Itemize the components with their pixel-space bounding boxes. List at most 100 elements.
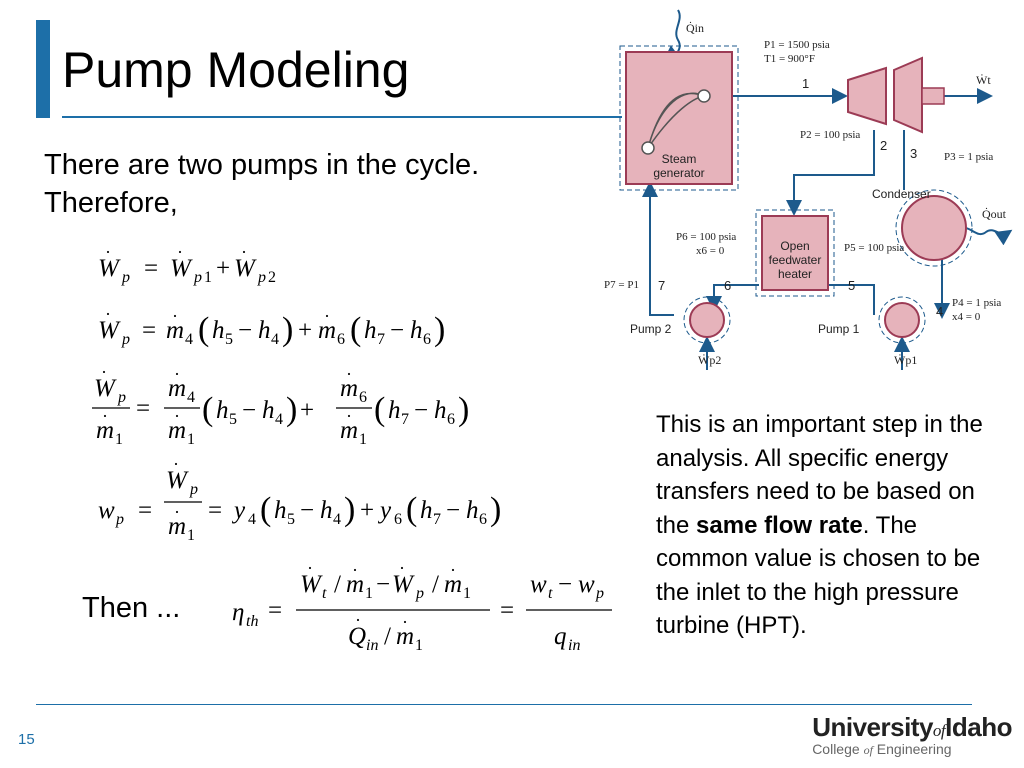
steam-generator-label-1: Steam [662, 152, 697, 166]
svg-text:6: 6 [447, 411, 455, 428]
svg-text:m: m [444, 571, 462, 598]
svg-text:m: m [340, 417, 358, 444]
svg-text:1: 1 [415, 637, 423, 654]
svg-text:m: m [168, 513, 186, 540]
svg-text:h: h [320, 497, 333, 524]
svg-text:p: p [117, 389, 126, 406]
svg-text:4: 4 [275, 411, 283, 428]
svg-text:1: 1 [204, 269, 212, 286]
svg-text:+: + [300, 397, 314, 424]
svg-text:6: 6 [423, 331, 431, 348]
svg-text:=: = [500, 597, 514, 624]
svg-text:p: p [189, 481, 198, 498]
svg-text:4: 4 [271, 331, 279, 348]
hp-turbine [847, 66, 887, 126]
svg-text:): ) [458, 391, 469, 428]
svg-text:W: W [234, 255, 257, 282]
note-text-end: . The common value is chosen to be the i… [656, 511, 981, 640]
svg-text:y: y [377, 497, 392, 524]
state-6-pressure: P6 = 100 psia [676, 231, 736, 243]
svg-text:·: · [307, 562, 313, 578]
logo-word-of: of [932, 721, 946, 740]
svg-text:p: p [415, 585, 424, 602]
svg-text:·: · [346, 406, 352, 426]
svg-text:h: h [420, 497, 433, 524]
logo-word-college: College [812, 741, 860, 757]
svg-text:=: = [268, 597, 282, 624]
title-rule [62, 116, 622, 118]
state-2-pressure: P2 = 100 psia [800, 129, 860, 141]
svg-text:p: p [595, 585, 604, 602]
svg-text:h: h [364, 317, 377, 344]
state-4-number: 4 [936, 304, 943, 319]
svg-text:p: p [121, 269, 130, 286]
svg-text:(: ( [202, 391, 213, 428]
steam-generator-box [625, 51, 733, 185]
q-in-label: Q̇in [686, 21, 704, 35]
svg-text:4: 4 [333, 511, 341, 528]
svg-text:): ) [490, 491, 501, 528]
state-5-number: 5 [848, 278, 855, 293]
svg-text:Q: Q [348, 623, 366, 650]
page-title: Pump Modeling [62, 42, 410, 98]
svg-text:·: · [450, 562, 456, 580]
then-label: Then ... [82, 592, 181, 624]
state-7-number: 7 [658, 278, 665, 293]
svg-text:6: 6 [359, 389, 367, 406]
svg-text:w: w [578, 571, 595, 598]
svg-text:): ) [344, 491, 355, 528]
svg-text:W: W [98, 317, 121, 344]
svg-text:w: w [530, 571, 547, 598]
svg-text:W: W [170, 255, 193, 282]
svg-text:h: h [274, 497, 287, 524]
svg-text:4: 4 [248, 511, 256, 528]
svg-text:(: ( [374, 391, 385, 428]
svg-text:): ) [286, 391, 297, 428]
svg-text:m: m [168, 417, 186, 444]
svg-text:7: 7 [377, 331, 385, 348]
logo-wordmark: UniversityofIdaho [812, 712, 1012, 743]
svg-text:h: h [410, 317, 423, 344]
svg-text:/: / [384, 623, 391, 650]
svg-text:−: − [390, 317, 404, 344]
svg-text:th: th [246, 613, 258, 630]
state-1-pressure: P1 = 1500 psia [764, 39, 830, 51]
svg-text:h: h [258, 317, 271, 344]
q-out-label: Q̇out [982, 207, 1007, 221]
svg-text:h: h [388, 397, 401, 424]
condenser-label: Condenser [872, 187, 931, 201]
state-6-quality: x6 = 0 [696, 245, 725, 257]
condenser [901, 195, 967, 261]
svg-text:·: · [346, 366, 352, 384]
svg-text:·: · [105, 306, 111, 324]
title-accent-bar [36, 20, 50, 118]
svg-text:1: 1 [115, 431, 123, 448]
svg-text:1: 1 [359, 431, 367, 448]
intro-line-1: There are two pumps in the cycle. [44, 149, 480, 181]
pump-1-label: Pump 1 [818, 322, 860, 336]
pump-2-label: Pump 2 [630, 322, 672, 336]
steam-generator-label-2: generator [653, 166, 704, 180]
svg-text:·: · [177, 246, 183, 262]
svg-text:1: 1 [365, 585, 373, 602]
svg-text:·: · [355, 610, 361, 630]
svg-text:η: η [232, 599, 244, 626]
svg-text:−: − [376, 571, 390, 598]
svg-text:4: 4 [185, 331, 193, 348]
svg-text:·: · [172, 306, 178, 326]
note-emphasis: same flow rate [696, 511, 863, 539]
svg-text:·: · [241, 246, 247, 262]
svg-text:p: p [257, 269, 266, 286]
logo-word-idaho: Idaho [945, 712, 1012, 742]
svg-text:−: − [238, 317, 252, 344]
svg-text:−: − [446, 497, 460, 524]
svg-text:p: p [121, 331, 130, 348]
svg-text:): ) [282, 311, 293, 348]
svg-text:m: m [166, 317, 184, 344]
svg-text:·: · [105, 246, 111, 262]
svg-text:·: · [402, 612, 408, 632]
